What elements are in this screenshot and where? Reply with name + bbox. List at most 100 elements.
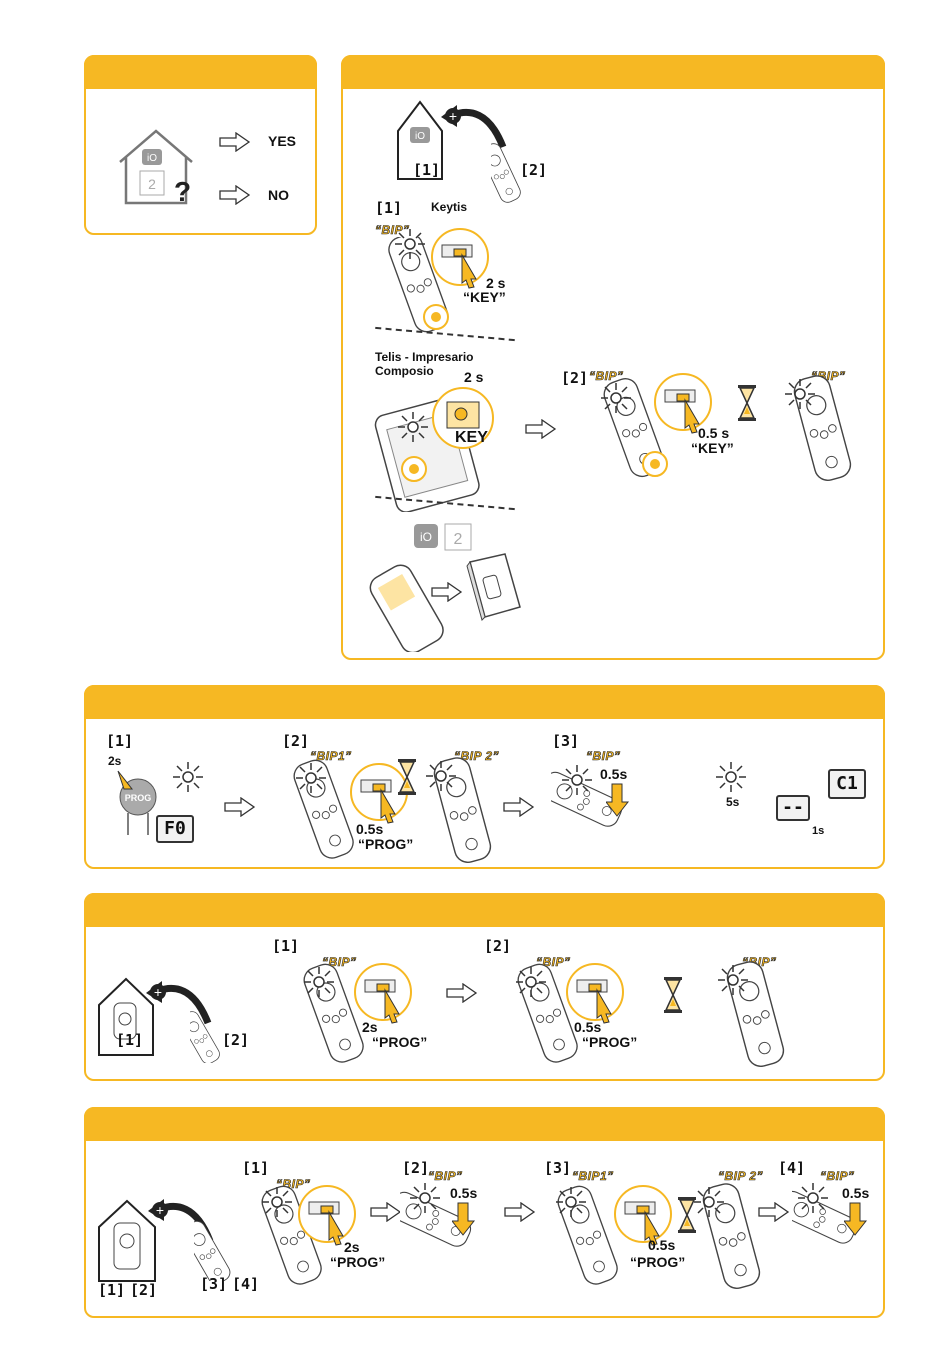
prog-label: “PROG” [358,836,414,852]
booklet-icon [466,553,521,621]
duration-label: 0.5s [842,1185,870,1201]
panel-header [84,1107,885,1141]
step-label: [2] [222,1031,250,1049]
next-arrow-icon [446,983,477,1003]
add-arrow-icon: + [146,981,212,1025]
duration-label: 0.5s [600,766,628,782]
panel-header [341,55,885,89]
prog-button-icon: PROG [117,770,157,835]
setup-panel: [1] 2s PROG F0 [2] “BIP1” 0.5s “PROG” “B… [84,685,885,869]
copy-key-panel: iO + [1] [2] [1] Keytis “BIP” 2 s “KEY” … [341,55,885,660]
duration-label: 0.5s [648,1237,676,1253]
io-logo-icon: iO [414,524,438,548]
flash-icon [173,762,203,792]
step-label: [2] [484,937,512,955]
next-arrow-icon [219,132,250,152]
svg-text:iO: iO [147,153,157,164]
duration-label: 2s [108,754,122,768]
svg-text:PROG: PROG [125,793,152,803]
prog-label: “PROG” [372,1034,428,1050]
step-label: [1] [375,199,403,217]
next-arrow-icon [758,1202,789,1222]
svg-text:2: 2 [454,531,463,548]
no-label: NO [268,187,289,203]
step-label: [2] [561,369,589,387]
remote-control-icon [194,1217,234,1281]
step-label: [1] [106,732,134,750]
flash-icon [716,762,746,792]
lcd-display-icon: C1 [828,769,866,799]
step-label: [4] [778,1159,806,1177]
duration-label: 2 s [486,275,506,291]
step-label: [3] [552,732,580,750]
key-label: KEY [455,429,488,446]
next-arrow-icon [431,582,462,602]
bip-label: “BIP” [820,1169,855,1184]
svg-text:2: 2 [148,176,156,192]
duration-label: 2s [344,1239,360,1255]
svg-text:iO: iO [415,131,425,142]
flash-icon [410,1183,440,1213]
next-arrow-icon [224,797,255,817]
zoom-key-icon [431,228,489,289]
step-label: [1] [98,1281,126,1299]
lcd-display-icon: -- [776,795,810,821]
prog-label: “PROG” [582,1034,638,1050]
panel-header [84,685,885,719]
zoom-key-icon [354,963,412,1024]
key-label: “KEY” [463,289,506,305]
remote-control-icon [369,564,444,652]
next-arrow-icon [503,797,534,817]
bip-label: “BIP” [586,749,621,764]
hourglass-icon [398,759,416,795]
flash-icon [304,967,334,997]
house-icon: iO [397,100,443,180]
press-arrow-icon [452,1202,476,1236]
duration-label: 2s [362,1019,378,1035]
flash-icon [262,1187,292,1217]
prog-label: “PROG” [330,1254,386,1270]
flash-icon [785,379,815,409]
flash-icon [395,229,425,259]
keytis-label: Keytis [431,200,468,214]
prog-label: “PROG” [630,1254,686,1270]
house-icon [98,1199,156,1282]
next-arrow-icon [219,185,250,205]
press-arrow-icon [606,783,630,817]
flash-icon [601,383,631,413]
add-remote-panel: + [1] [2] [1] “BIP” 2s “PROG” [2] “BIP” … [84,893,885,1081]
step-label: [2] [130,1281,158,1299]
compatibility-panel: iO 2 ? YES NO [84,55,317,235]
step-label: [1] [272,937,300,955]
duration-label: 0.5s [356,821,384,837]
next-arrow-icon [504,1202,535,1222]
zoom-circle-icon [642,451,668,477]
composio-label: Composio [375,364,434,378]
house-icon: iO 2 ? [119,129,193,207]
flash-icon [398,412,428,442]
hourglass-icon [664,977,682,1013]
svg-text:+: + [154,984,162,1000]
flash-icon [718,965,748,995]
svg-text:+: + [449,108,457,124]
bip-label: “BIP1” [310,749,352,764]
yes-label: YES [268,133,297,149]
duration-label: 0.5 s [698,425,730,441]
flash-icon [694,1187,724,1217]
duration-label: 1s [812,825,825,837]
step-label: [2] [402,1159,430,1177]
copy-remote-panel: + [1] [2] [3] [4] [1] “BIP” 2s “PROG” [2… [84,1107,885,1318]
twoway-remote-icon: 2 [444,523,472,551]
zoom-circle-icon [423,304,449,330]
flash-icon [516,967,546,997]
panel-header [84,893,885,927]
step-label: [1] [242,1159,270,1177]
flash-icon [296,763,326,793]
duration-label: 2 s [464,369,484,385]
add-arrow-icon: + [441,105,507,149]
svg-text:iO: iO [420,530,432,544]
step-label: [3] [544,1159,572,1177]
press-arrow-icon [844,1202,868,1236]
zoom-circle-icon [401,456,427,482]
next-arrow-icon [525,419,556,439]
